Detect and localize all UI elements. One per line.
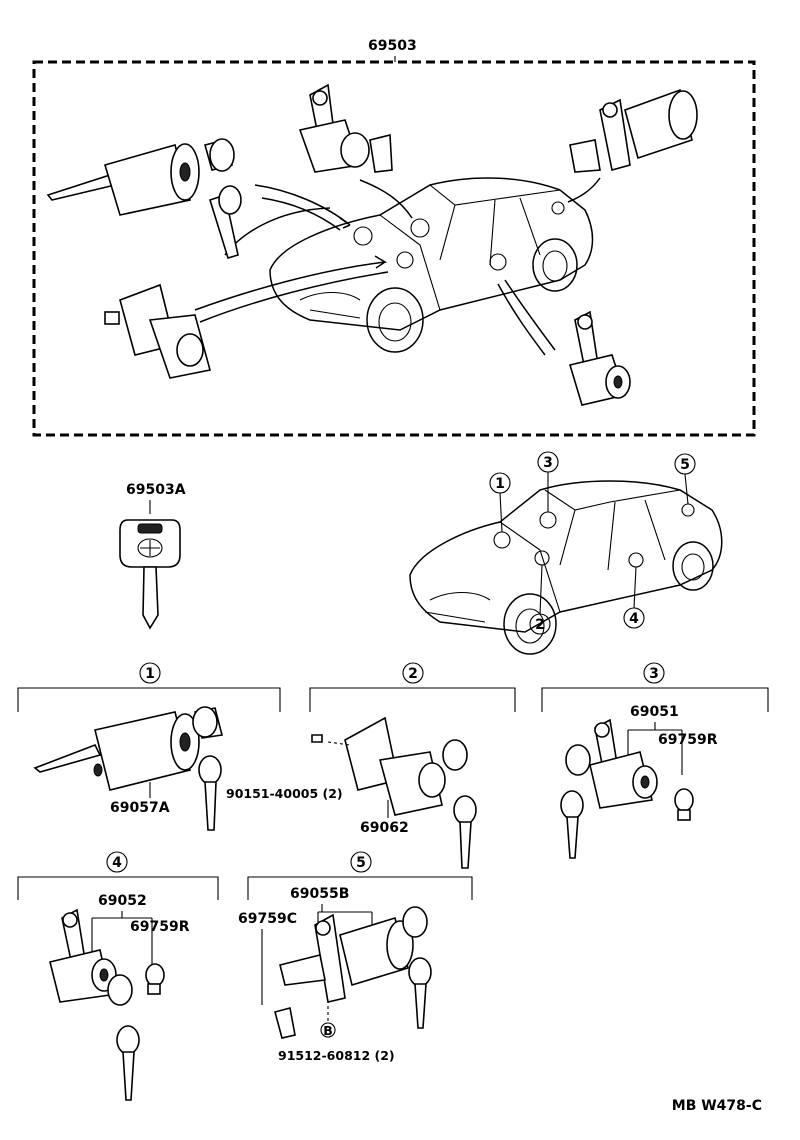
callout-3: 3 <box>537 451 559 512</box>
diagram-code: MB W478-C <box>672 1098 762 1114</box>
key-part-label: 69503A <box>126 482 186 498</box>
part-label-B: B <box>323 1023 333 1038</box>
group-4-number: 4 <box>112 855 122 871</box>
callout-1: 1 <box>489 472 511 533</box>
part-label-69759R-g3: 69759R <box>658 732 718 748</box>
trunk-lock-g5 <box>274 906 432 1039</box>
part-label-69062: 69062 <box>360 820 409 836</box>
callout-2: 2 <box>529 564 551 635</box>
group-5-number: 5 <box>356 855 366 871</box>
group-3-number: 3 <box>649 666 659 682</box>
part-label-69052: 69052 <box>98 893 147 909</box>
door-lock-g4 <box>49 908 165 1101</box>
key-69503A-group: 69503A <box>119 482 186 630</box>
svg-text:1: 1 <box>495 476 505 492</box>
callout-car-illustration <box>409 480 723 655</box>
svg-text:2: 2 <box>535 617 545 633</box>
hood-lock-g2 <box>311 716 477 869</box>
ignition-lock-cylinder-top <box>46 138 242 259</box>
group-5: 5 69055B 69759C B 91512-60812 (2) <box>238 851 473 1063</box>
part-label-69051: 69051 <box>630 704 679 720</box>
part-label-69759C: 69759C <box>238 911 297 927</box>
group-3: 3 69051 69759R <box>541 662 769 859</box>
callout-4: 4 <box>623 566 645 629</box>
hood-lock-top <box>104 283 211 379</box>
group-4: 4 69052 69759R <box>17 851 219 1101</box>
group-1: 1 69057A <box>17 662 281 831</box>
lever-lock-g3 <box>560 718 694 859</box>
part-label-69055B: 69055B <box>290 886 349 902</box>
callout-5: 5 <box>674 453 696 505</box>
group-1-number: 1 <box>145 666 155 682</box>
car-callouts: 1 3 5 2 4 <box>489 451 696 635</box>
door-lock-top <box>568 310 631 406</box>
svg-text:5: 5 <box>680 457 690 473</box>
svg-text:4: 4 <box>629 611 639 627</box>
assembly-label: 69503 <box>368 38 417 54</box>
group-2: 2 90151-40005 (2) 69062 <box>226 662 516 869</box>
group-2-number: 2 <box>408 666 418 682</box>
part-label-69759R-g4: 69759R <box>130 919 190 935</box>
ignition-lock-cylinder-g1 <box>33 706 223 831</box>
trunk-lock-top <box>569 88 698 173</box>
assembly-69503-group: 69503 <box>32 38 756 437</box>
part-label-91512-60812: 91512-60812 (2) <box>278 1048 395 1063</box>
part-label-90151-40005: 90151-40005 (2) <box>226 786 343 801</box>
part-label-69057A: 69057A <box>110 800 170 816</box>
top-car-illustration <box>269 177 594 353</box>
lever-lock-top <box>298 83 393 173</box>
svg-text:3: 3 <box>543 455 553 471</box>
